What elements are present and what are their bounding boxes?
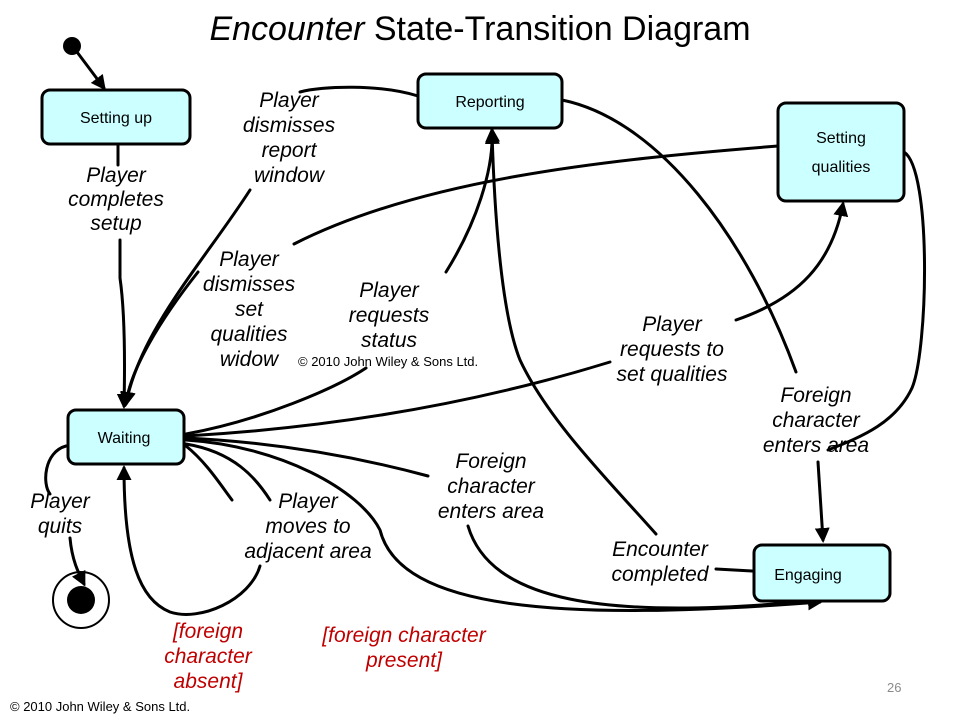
- edge-initial: [72, 46, 106, 91]
- page-title: Encounter State-Transition Diagram: [209, 10, 750, 48]
- label-requests-qualities: Player requests to set qualities: [617, 313, 728, 386]
- label-line: Foreign: [455, 450, 526, 473]
- label-line: set: [235, 298, 264, 321]
- edge-completes-setup: [118, 144, 125, 406]
- edge-moves-absent: [124, 442, 272, 616]
- label-line: window: [254, 164, 326, 187]
- edge-qualities-engaging: [826, 150, 926, 452]
- final-state: [52, 571, 110, 629]
- guard-line: [foreign character: [321, 624, 486, 647]
- edge-moves-present: [184, 438, 823, 612]
- state-engaging: Engaging: [752, 543, 892, 603]
- label-line: Encounter: [612, 538, 709, 561]
- edge-reporting-engaging: [560, 98, 823, 540]
- label-line: character: [447, 475, 536, 498]
- label-line: set qualities: [617, 363, 728, 386]
- title-rest: State-Transition Diagram: [364, 10, 750, 48]
- label-moves-adjacent: Player moves to adjacent area: [244, 490, 371, 563]
- label-line: enters area: [763, 434, 869, 457]
- state-engaging-label: Engaging: [774, 567, 842, 584]
- label-line: report: [262, 139, 318, 162]
- state-setting-qualities-label-2: qualities: [812, 159, 871, 176]
- copyright-bottom: © 2010 John Wiley & Sons Ltd.: [10, 699, 190, 714]
- edge-encounter-completed: [484, 129, 658, 536]
- label-line: moves to: [265, 515, 351, 538]
- label-line: dismisses: [243, 114, 336, 137]
- guard-line: [foreign: [172, 620, 243, 643]
- label-completes-setup: Player completes setup: [68, 164, 164, 235]
- label-line: requests to: [620, 338, 724, 361]
- label-line: character: [772, 409, 861, 432]
- edge-dismisses-qualities: [126, 144, 780, 404]
- copyright-center: © 2010 John Wiley & Sons Ltd.: [298, 354, 478, 369]
- guard-line: character: [164, 645, 253, 668]
- guard-foreign-absent: [foreign character absent]: [164, 620, 253, 693]
- label-line: quits: [38, 515, 83, 538]
- state-setting-up: Setting up: [40, 88, 192, 146]
- label-line: Foreign: [780, 384, 851, 407]
- label-dismisses-qualities: Player dismisses set qualities widow: [203, 248, 296, 371]
- state-setting-qualities-label-1: Setting: [816, 130, 866, 147]
- title-emphasis: Encounter: [209, 10, 366, 48]
- guard-line: present]: [365, 649, 443, 672]
- label-line: Player: [278, 490, 339, 513]
- label-line: qualities: [210, 323, 288, 346]
- guard-line: absent]: [174, 670, 244, 693]
- edge-waiting-curve: [184, 444, 234, 502]
- label-line: completed: [612, 563, 710, 586]
- label-line: adjacent area: [244, 540, 371, 563]
- label-line: Player: [86, 164, 147, 187]
- label-line: setup: [90, 212, 141, 235]
- label-line: Player: [359, 279, 420, 302]
- edge-requests-qualities: [184, 204, 843, 438]
- state-reporting-label: Reporting: [455, 94, 524, 111]
- state-waiting-label: Waiting: [98, 430, 151, 447]
- label-dismisses-report: Player dismisses report window: [243, 89, 336, 187]
- initial-state-dot: [63, 37, 81, 55]
- label-foreign-enters-right: Foreign character enters area: [763, 384, 869, 457]
- label-line: requests: [349, 304, 430, 327]
- label-line: Player: [642, 313, 703, 336]
- label-line: Player: [30, 490, 91, 513]
- edge-completed-to-engaging: [714, 567, 754, 573]
- state-waiting: Waiting: [66, 408, 186, 466]
- state-reporting: Reporting: [416, 72, 564, 130]
- page-number: 26: [887, 680, 901, 695]
- label-line: Player: [259, 89, 320, 112]
- state-setting-qualities: Setting qualities: [776, 101, 906, 203]
- label-player-quits: Player quits: [30, 490, 91, 538]
- guard-foreign-present: [foreign character present]: [321, 624, 486, 672]
- label-foreign-enters-mid: Foreign character enters area: [438, 450, 544, 523]
- edge-player-quits: [44, 444, 84, 584]
- label-encounter-completed: Encounter completed: [612, 538, 710, 586]
- label-line: completes: [68, 188, 164, 211]
- transition-edges: [44, 46, 926, 616]
- label-line: dismisses: [203, 273, 296, 296]
- label-line: status: [361, 329, 418, 352]
- label-line: widow: [220, 348, 280, 371]
- state-setting-up-label: Setting up: [80, 110, 152, 127]
- label-line: Player: [219, 248, 280, 271]
- label-requests-status: Player requests status: [349, 279, 430, 352]
- label-line: enters area: [438, 500, 544, 523]
